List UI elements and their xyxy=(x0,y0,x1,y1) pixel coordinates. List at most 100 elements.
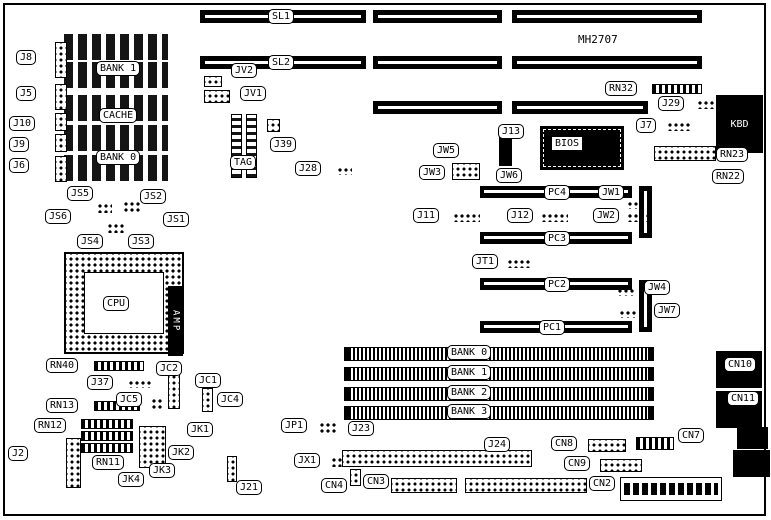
connector-j29 xyxy=(696,99,722,109)
jumper-block-jk1-jk4 xyxy=(139,426,166,468)
connector-j8 xyxy=(55,42,67,78)
label-j23: J23 xyxy=(348,421,375,436)
jumper-jw2 xyxy=(626,212,652,222)
label-j29: J29 xyxy=(658,96,685,111)
simm-socket-bank2 xyxy=(344,387,654,401)
label-sl2: SL2 xyxy=(268,55,295,70)
isa-slot-row3-seg2 xyxy=(512,101,648,114)
label-jt1: JT1 xyxy=(472,254,499,269)
connector-j13 xyxy=(499,136,512,166)
label-jv2: JV2 xyxy=(231,63,258,78)
label-jc4: JC4 xyxy=(217,392,244,407)
label-sl1: SL1 xyxy=(268,9,295,24)
jumper-jw1 xyxy=(626,200,646,209)
connector-jv1 xyxy=(204,90,230,103)
label-jx1: JX1 xyxy=(294,453,321,468)
jumper-js3-js6 xyxy=(106,222,126,233)
label-cache: CACHE xyxy=(99,108,138,123)
label-jp1: JP1 xyxy=(281,418,308,433)
label-cn3: CN3 xyxy=(363,474,390,489)
label-cn9: CN9 xyxy=(564,456,591,471)
label-j9: J9 xyxy=(9,137,30,152)
label-js5: JS5 xyxy=(67,186,94,201)
connector-j5 xyxy=(55,84,67,110)
connector-cn7 xyxy=(636,437,674,450)
label-rn13: RN13 xyxy=(46,398,79,413)
label-jc2: JC2 xyxy=(156,361,183,376)
label-j28: J28 xyxy=(295,161,322,176)
resistor-network-rn40 xyxy=(94,361,144,371)
label-jw4: JW4 xyxy=(644,280,671,295)
connector-jt1 xyxy=(506,258,532,268)
label-pc3: PC3 xyxy=(544,231,571,246)
label-jw6: JW6 xyxy=(496,168,523,183)
label-jw3: JW3 xyxy=(419,165,446,180)
label-j11: J11 xyxy=(413,208,440,223)
label-jk1: JK1 xyxy=(187,422,214,437)
tag-sram-chip-2 xyxy=(246,114,257,178)
amp-socket-marking: AMP xyxy=(168,286,183,356)
jumper-jc5 xyxy=(150,397,162,409)
board-outline xyxy=(3,3,766,516)
label-j12: J12 xyxy=(507,208,534,223)
jumper-jw4 xyxy=(616,287,636,296)
connector-j2 xyxy=(66,438,81,488)
label-cpu: CPU xyxy=(103,296,130,311)
amp-text: AMP xyxy=(170,309,181,333)
isa-slot-sl1-seg2 xyxy=(373,10,502,23)
label-bank2-simm: BANK 2 xyxy=(447,385,492,400)
connector-j7 xyxy=(666,121,690,131)
jumper-js2-js1 xyxy=(122,200,142,213)
label-j24: J24 xyxy=(484,437,511,452)
label-jk3: JK3 xyxy=(149,463,176,478)
label-j7: J7 xyxy=(636,118,657,133)
label-jk4: JK4 xyxy=(118,472,145,487)
corner-connector-upper xyxy=(737,427,768,449)
jumper-jw7 xyxy=(618,309,636,318)
label-jc5: JC5 xyxy=(116,392,143,407)
power-connector xyxy=(620,477,722,501)
label-bank0-chips: BANK 0 xyxy=(96,150,141,165)
label-bank3-simm: BANK 3 xyxy=(447,404,492,419)
label-pc1: PC1 xyxy=(539,320,566,335)
label-j5: J5 xyxy=(16,86,37,101)
label-jk2: JK2 xyxy=(168,445,195,460)
resistor-network-rn23-rn22 xyxy=(654,146,716,161)
jumper-js5-js4 xyxy=(96,202,112,213)
connector-jc2-jc1 xyxy=(168,371,180,409)
label-j21: J21 xyxy=(236,480,263,495)
label-j6: J6 xyxy=(9,158,30,173)
isa-slot-sl2-seg3 xyxy=(512,56,702,69)
label-bank1-simm: BANK 1 xyxy=(447,365,492,380)
label-js2: JS2 xyxy=(140,189,167,204)
simm-socket-bank1 xyxy=(344,367,654,381)
label-rn32: RN32 xyxy=(605,81,638,96)
connector-cn3 xyxy=(391,478,457,493)
isa-slot-sl1-seg3 xyxy=(512,10,702,23)
connector-cn8 xyxy=(588,439,626,452)
connector-j28 xyxy=(336,166,352,175)
label-js1: JS1 xyxy=(163,212,190,227)
label-jw1: JW1 xyxy=(598,185,625,200)
isa-slot-sl2-seg2 xyxy=(373,56,502,69)
model-number: MH2707 xyxy=(578,33,618,46)
connector-j39 xyxy=(267,119,280,132)
label-jw2: JW2 xyxy=(593,208,620,223)
jumper-jp1-j23 xyxy=(318,421,338,433)
connector-j11 xyxy=(452,212,480,222)
resistor-network-rn12 xyxy=(81,419,133,429)
simm-socket-bank0 xyxy=(344,347,654,361)
label-bank0-simm: BANK 0 xyxy=(447,345,492,360)
keyboard-connector: KBD xyxy=(716,95,763,153)
connector-j37 xyxy=(127,379,151,388)
label-rn12: RN12 xyxy=(34,418,67,433)
kbd-text: KBD xyxy=(730,118,749,130)
connector-j10 xyxy=(55,113,67,131)
label-cn7: CN7 xyxy=(678,428,705,443)
dram-chip-row-3 xyxy=(64,125,168,151)
label-jw5: JW5 xyxy=(433,143,460,158)
label-rn23: RN23 xyxy=(716,147,749,162)
cpu-socket xyxy=(64,252,184,354)
label-jc1: JC1 xyxy=(195,373,222,388)
label-rn40: RN40 xyxy=(46,358,79,373)
